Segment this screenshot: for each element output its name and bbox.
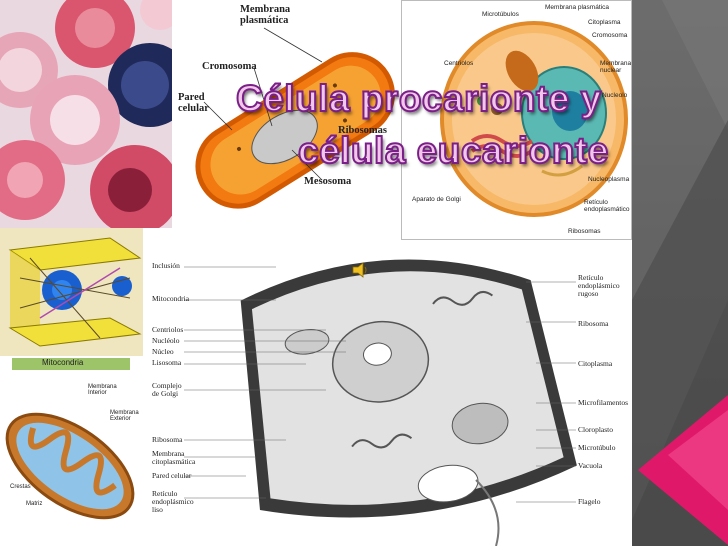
label-matriz: Matriz bbox=[26, 501, 43, 507]
label-mesosoma: Mesosoma bbox=[304, 176, 352, 187]
label-centriolos: Centriolos bbox=[444, 60, 474, 67]
label-ribosomas-2: Ribosomas bbox=[568, 228, 601, 235]
label-crestas: Crestas bbox=[10, 484, 31, 490]
side-decoration bbox=[632, 0, 728, 546]
label-membrana-exterior: Membrana Exterior bbox=[110, 410, 139, 423]
cytoskeleton-image bbox=[0, 228, 143, 356]
slide-title-line2: célula eucarionte bbox=[297, 129, 609, 172]
blood-cells-image bbox=[0, 0, 172, 228]
label-centriolos-2: Centriolos bbox=[152, 325, 184, 334]
label-reticulo-rugoso: Retículo endoplasmático rugoso bbox=[584, 199, 630, 213]
label-nucleo: Núcleo bbox=[152, 347, 174, 356]
eukaryote-animal-image: Microtúbulos Membrana plasmática Citopla… bbox=[401, 0, 632, 240]
label-cromosoma-2: Cromosoma bbox=[592, 32, 628, 39]
label-membrana-citoplasmatica: Membrana citoplasmática bbox=[152, 449, 196, 466]
label-cromosoma: Cromosoma bbox=[202, 61, 257, 72]
label-lisosoma: Lisosoma bbox=[152, 358, 182, 367]
label-aparato-golgi: Aparato de Golgi bbox=[412, 196, 461, 203]
label-flagelo: Flagelo bbox=[578, 497, 601, 506]
label-pared-celular: Pared celular bbox=[178, 92, 209, 115]
label-ribosomas: Ribosomas bbox=[338, 125, 388, 136]
label-nucleolo: Nucleolo bbox=[602, 92, 628, 99]
prokaryote-image: Membrana plasmática Cromosoma Pared celu… bbox=[172, 0, 401, 228]
audio-speaker-icon[interactable] bbox=[352, 262, 370, 278]
label-mitocondria-title: Mitocondria bbox=[42, 358, 84, 367]
label-membrana-interior: Membrana Interior bbox=[88, 384, 117, 397]
plant-cell-diagram: Inclusión Mitocondria Centriolos Nucléol… bbox=[146, 240, 632, 546]
label-pared-celular-2: Pared celular bbox=[152, 471, 192, 480]
label-membrana-plasmatica: Membrana plasmática bbox=[240, 4, 291, 27]
label-reticulo-rugoso-2: Retículo endoplásmico rugoso bbox=[578, 273, 620, 298]
label-citoplasma: Citoplasma bbox=[588, 19, 621, 26]
label-complejo-golgi: Complejo de Golgi bbox=[152, 381, 182, 398]
slide-title-line1: Célula procarionte y bbox=[235, 77, 602, 120]
label-nucleoplasma: Nucleoplasma bbox=[588, 176, 630, 183]
label-mitocondria: Mitocondria bbox=[152, 294, 190, 303]
label-citoplasma-2: Citoplasma bbox=[578, 359, 613, 368]
label-membrana-nuclear: Membrana nuclear bbox=[600, 60, 632, 74]
label-nucleolo-2: Nucléolo bbox=[152, 336, 180, 345]
label-vacuola: Vacuola bbox=[578, 461, 603, 470]
label-membrana-plasmatica-2: Membrana plasmática bbox=[545, 4, 609, 11]
label-microtubulo: Microtúbulo bbox=[578, 443, 616, 452]
label-ribosoma-2: Ribosoma bbox=[578, 319, 609, 328]
label-cloroplasto: Cloroplasto bbox=[578, 425, 613, 434]
label-reticulo-liso: Retículo endoplásmico liso bbox=[152, 489, 194, 514]
label-microfilamentos: Microfilamentos bbox=[578, 398, 628, 407]
label-inclusion: Inclusión bbox=[152, 261, 180, 270]
label-ribosoma: Ribosoma bbox=[152, 435, 183, 444]
label-microtubulos: Microtúbulos bbox=[482, 11, 519, 18]
mitochondria-image: Mitocondria Membrana Interior Membrana E… bbox=[0, 356, 146, 546]
